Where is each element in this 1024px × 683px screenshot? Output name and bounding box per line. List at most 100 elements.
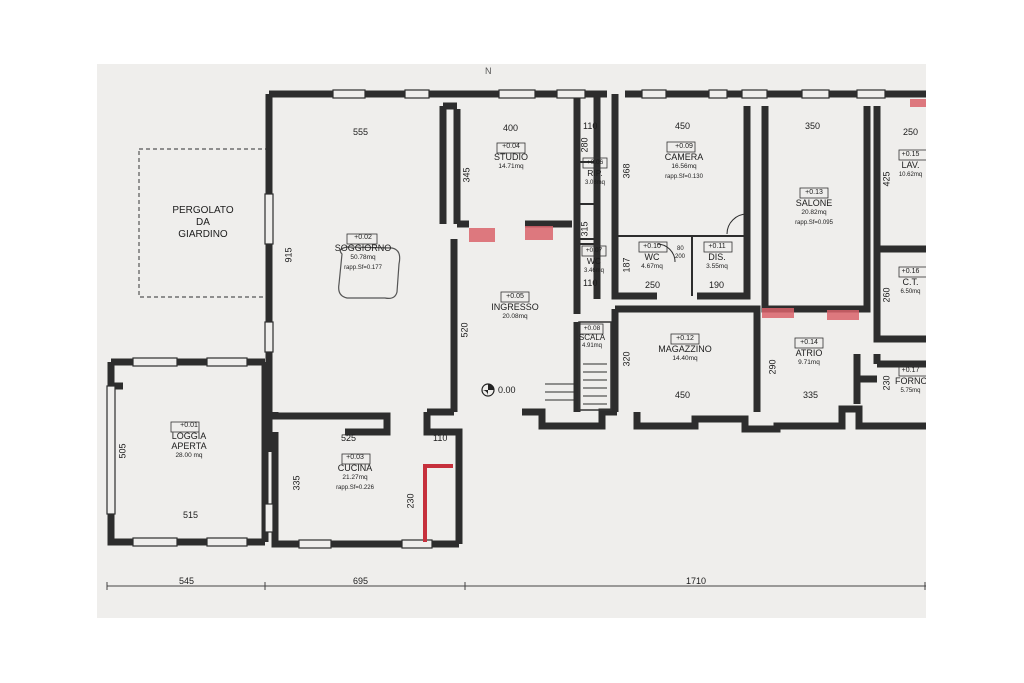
room-forno: +0.17 FORNO 5.75mq: [895, 366, 926, 396]
room-id: +0.14: [800, 339, 818, 346]
wall-cucina-east: [423, 412, 463, 544]
room-area: 9.71mq: [798, 359, 820, 366]
room-id: +0.03: [346, 454, 364, 461]
room-atrio: +0.14 ATRIO 9.71mq: [781, 338, 837, 368]
dim-door-200: 200: [675, 254, 686, 260]
dim-loggia-w: 515: [183, 510, 199, 520]
room-name: SOGGIORNO: [334, 243, 392, 253]
room-ingresso: +0.05 INGRESSO 20.08mq: [487, 292, 543, 322]
sketch-outline: [338, 246, 401, 299]
room-wc2: +0.10 WC 4.67mq: [631, 242, 673, 272]
room-camera: +0.09 CAMERA 16.56mq rapp.Sf=0.130: [653, 142, 715, 182]
dim-wc-w: 110: [583, 278, 598, 288]
room-name: STUDIO: [493, 152, 528, 162]
room-id: +0.12: [676, 335, 694, 342]
room-salone: +0.13 SALONE 20.82mq rapp.Sf=0.095: [781, 188, 847, 228]
room-area: 20.08mq: [502, 313, 528, 320]
room-name: DIS.: [708, 252, 726, 262]
room-id: +0.05: [506, 293, 524, 300]
dim-cucina-c: 110: [433, 433, 448, 443]
dim-atrio-w: 335: [803, 390, 819, 400]
dim-cucina-w: 525: [341, 433, 357, 443]
dim-studio-h: 345: [461, 167, 472, 183]
floor-plan-sheet: PERGOLATO DA GIARDINO +0.01 LOGGIA APERT…: [97, 64, 926, 618]
room-area: 14.71mq: [498, 163, 524, 170]
dim-forno-h: 230: [881, 375, 892, 391]
room-cucina: +0.03 CUCINA 21.27mq rapp.Sf=0.226: [323, 453, 387, 493]
room-name: LOGGIA: [171, 431, 207, 441]
demolition-mark: [827, 310, 859, 320]
room-id: +0.09: [675, 143, 693, 150]
room-id: +0.15: [901, 151, 920, 158]
demolition-mark: [762, 308, 794, 318]
dim-total-1: 545: [179, 576, 195, 586]
room-area: 10.62mq: [898, 172, 923, 178]
room-area: 14.40mq: [672, 355, 698, 362]
room-name: CUCINA: [337, 463, 373, 473]
dim-wc2-h: 187: [621, 257, 632, 273]
room-id: +0.06: [586, 159, 604, 166]
room-ratio: rapp.Sf=0.226: [336, 485, 374, 491]
room-soggiorno: +0.02 SOGGIORNO 50.78mq rapp.Sf=0.177: [333, 233, 393, 273]
room-name: WC: [586, 256, 602, 266]
dim-lav-h: 425: [881, 171, 892, 187]
demolition-mark: [910, 99, 926, 107]
pergolato-outline: [138, 148, 268, 298]
pergolato-line-1: PERGOLATO: [172, 205, 234, 216]
dim-magazzino-h: 320: [621, 351, 632, 367]
room-id: +0.02: [354, 234, 372, 241]
thin-partitions: [577, 161, 747, 296]
room-area: 21.27mq: [342, 474, 368, 481]
dim-door-80: 80: [677, 246, 684, 252]
room-rip: +0.06 RIP. 3.08mq: [579, 158, 611, 188]
room-name: C.T.: [902, 277, 919, 287]
dim-wc-h: 315: [579, 221, 590, 237]
room-area: 16.56mq: [671, 163, 697, 170]
floor-plan-drawing: [106, 89, 926, 590]
room-ratio: rapp.Sf=0.130: [665, 174, 703, 180]
wall-south: [522, 405, 926, 433]
dim-soggiorno-h: 915: [283, 247, 294, 263]
dim-magazzino-w: 450: [675, 390, 691, 400]
pergolato-line-2: DA: [196, 217, 210, 228]
dim-camera-w: 450: [675, 121, 691, 131]
wall-camera: [611, 94, 751, 300]
room-name: SALONE: [795, 198, 833, 208]
level-value: 0.00: [498, 385, 516, 395]
room-area: 6.50mq: [900, 289, 921, 295]
level-marker: [481, 383, 495, 397]
room-name: MAGAZZINO: [658, 344, 712, 354]
wall-salone: [761, 106, 871, 313]
dim-rip-h: 280: [579, 137, 590, 153]
dim-ct-h: 260: [881, 287, 892, 303]
dim-cucina-h: 335: [291, 475, 302, 491]
dim-total-3: 1710: [686, 576, 707, 586]
room-name: RIP.: [587, 168, 603, 178]
room-id: +0.07: [585, 247, 603, 254]
pergolato-line-3: GIARDINO: [178, 229, 228, 240]
room-name-2: APERTA: [171, 441, 207, 451]
room-id: +0.08: [583, 325, 601, 332]
room-area: 4.91mq: [581, 343, 602, 349]
room-area: 3.55mq: [706, 263, 728, 270]
room-id: +0.16: [901, 268, 920, 275]
north-mark: N: [485, 66, 492, 76]
wall-atrio-east: [853, 354, 877, 404]
dim-cucina-side: 230: [405, 493, 416, 509]
dim-ingresso-h: 520: [459, 322, 470, 338]
room-id: +0.11: [708, 243, 726, 250]
dim-total-2: 695: [353, 576, 369, 586]
room-ct: +0.16 C.T. 6.50mq: [895, 267, 926, 297]
cucina-new-wall: [423, 464, 453, 542]
dim-wc2-w: 250: [645, 280, 661, 290]
room-name: CAMERA: [664, 152, 704, 162]
wall-cucina: [271, 432, 459, 548]
dim-atrio-h: 290: [767, 359, 778, 375]
room-id: +0.17: [901, 367, 920, 374]
wall-studio: [439, 102, 572, 228]
demolition-mark: [469, 228, 495, 242]
room-name: LAV.: [901, 160, 920, 170]
room-id: +0.10: [643, 243, 661, 250]
room-id: +0.13: [805, 189, 823, 196]
wall-soggiorno-south: [265, 412, 391, 452]
